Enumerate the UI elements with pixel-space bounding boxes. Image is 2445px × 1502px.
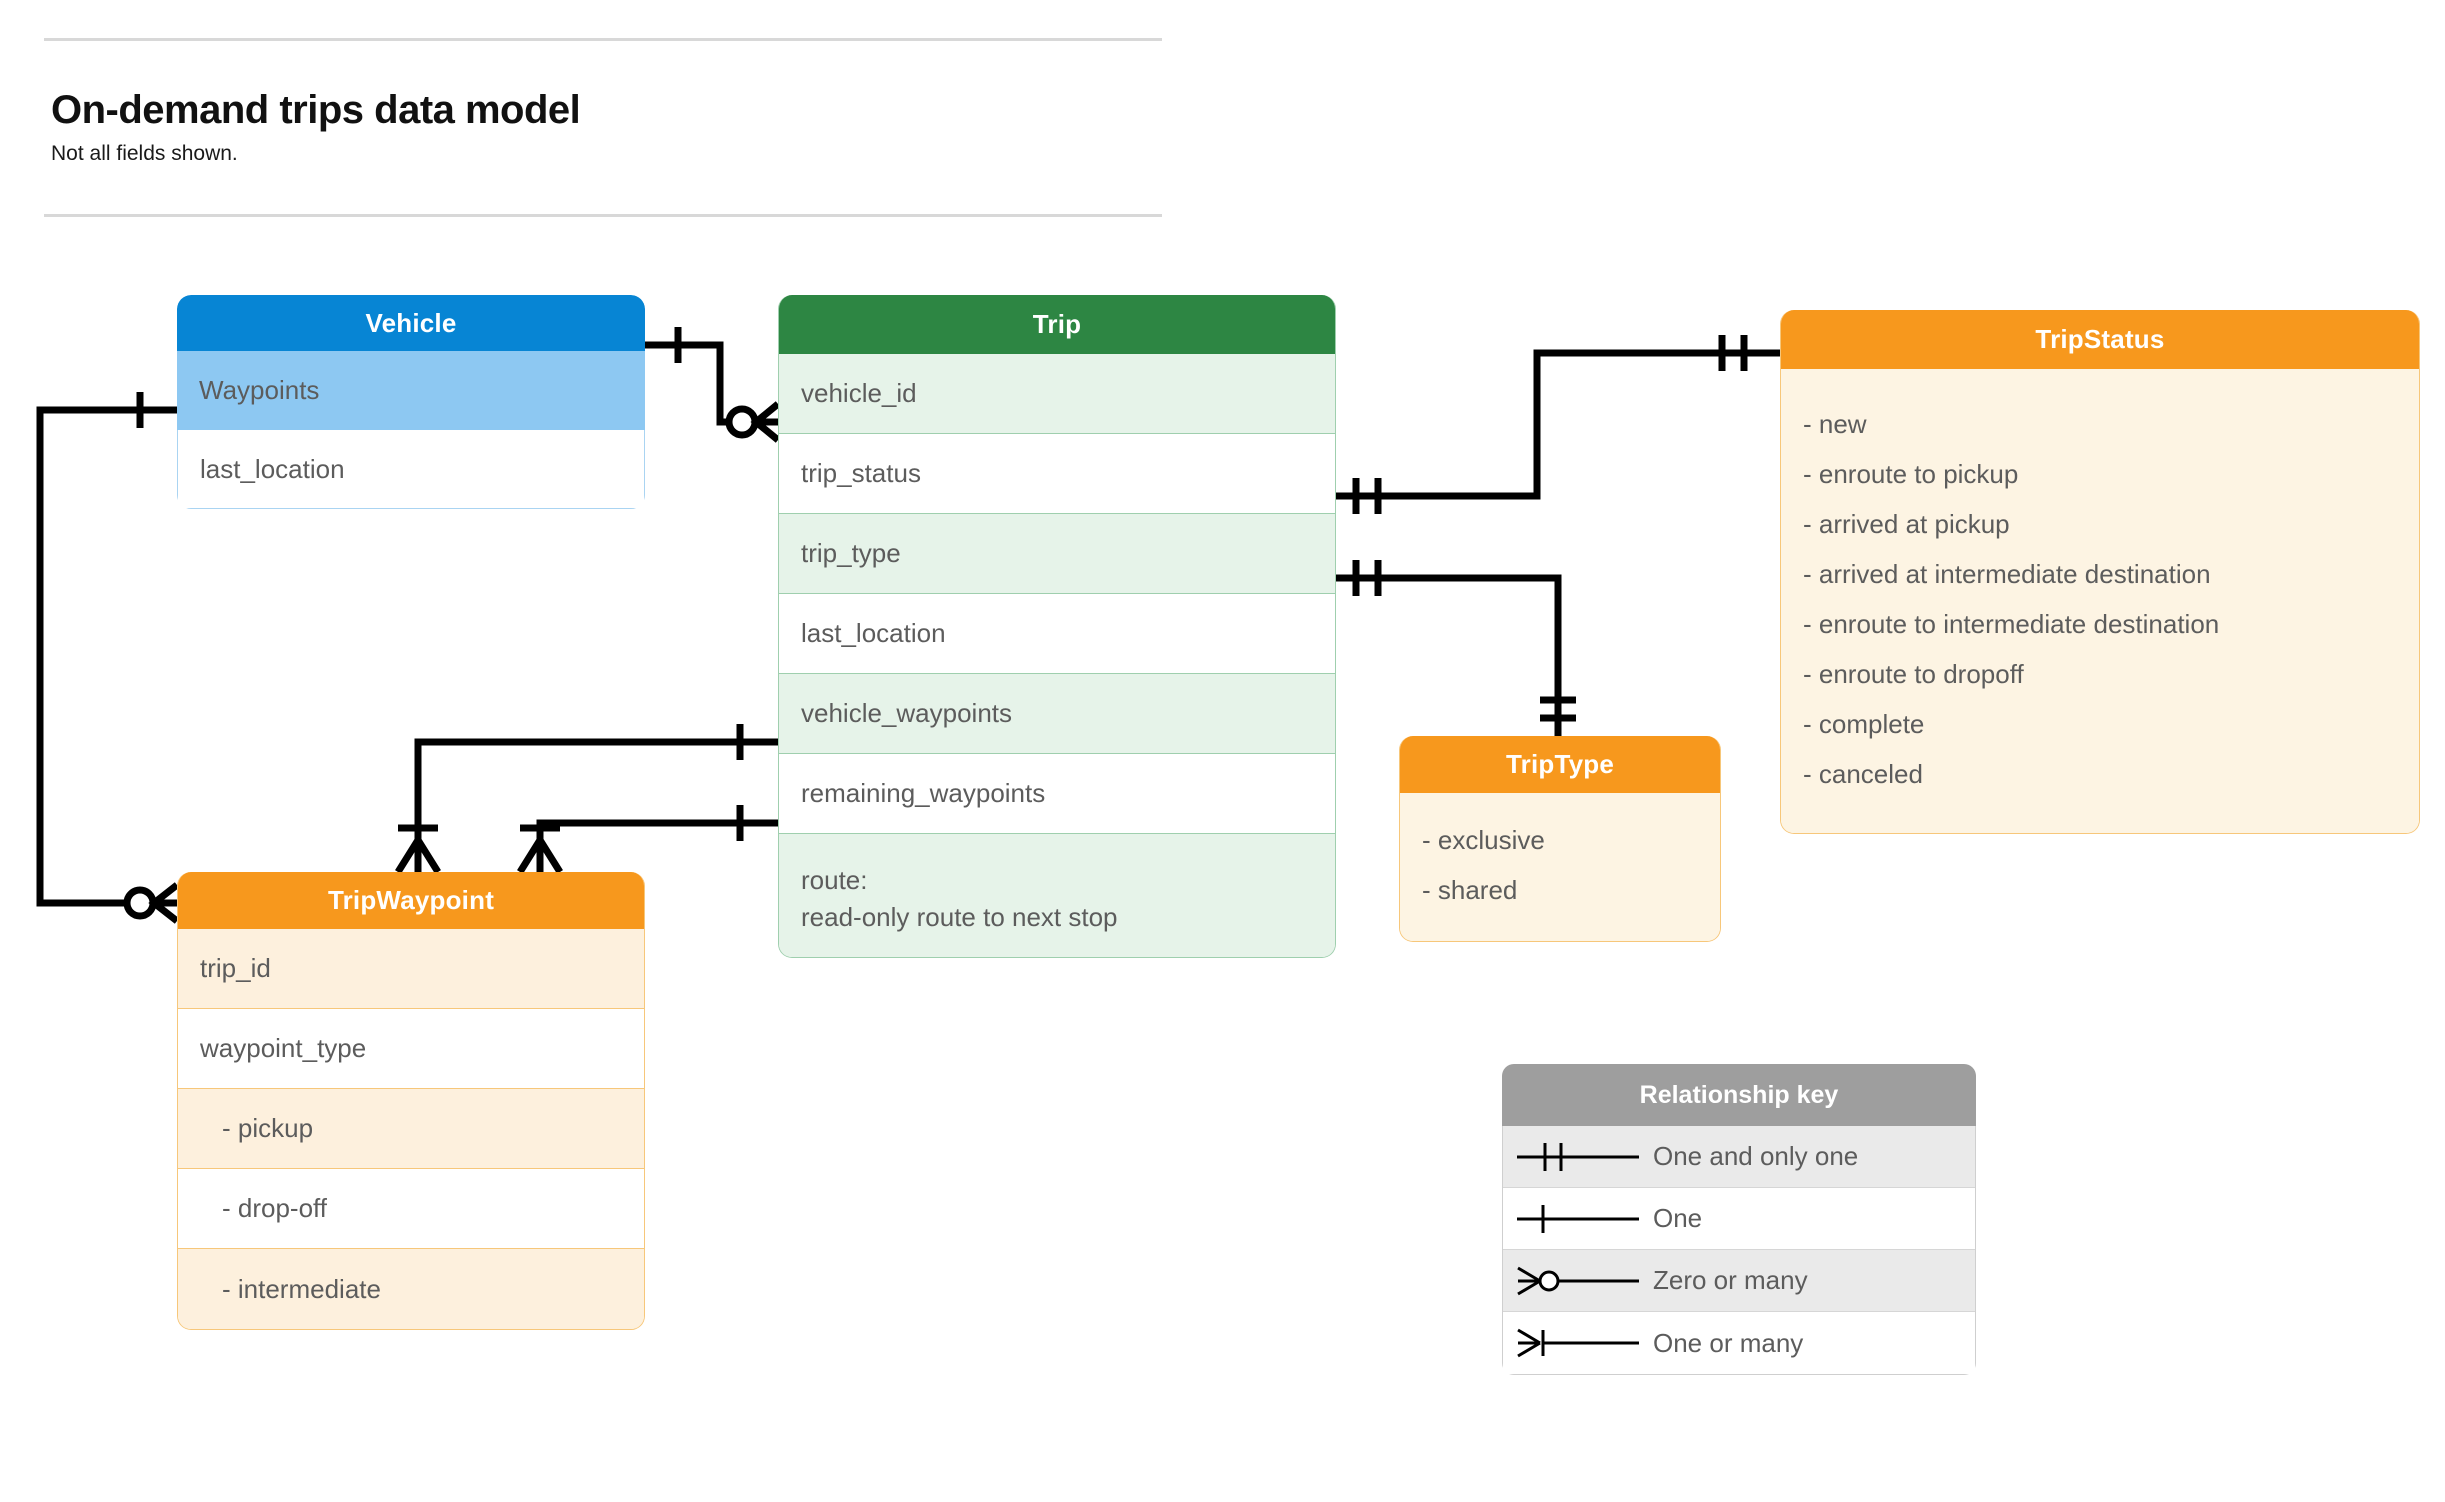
entity-tripstatus-title: TripStatus xyxy=(1781,310,2419,369)
one-or-many-icon xyxy=(1503,1323,1653,1363)
field-trip-vehicle-waypoints[interactable]: vehicle_waypoints xyxy=(779,674,1335,754)
field-trip-route-label: route: xyxy=(801,865,868,895)
connector-vehicle-waypoints-to-tripwaypoint xyxy=(36,392,180,924)
legend-row-one: One xyxy=(1503,1188,1975,1250)
field-trip-remaining-waypoints[interactable]: remaining_waypoints xyxy=(779,754,1335,834)
list-item: - enroute to pickup xyxy=(1803,459,2019,489)
field-trip-last-location[interactable]: last_location xyxy=(779,594,1335,674)
legend-row-one-and-only-one: One and only one xyxy=(1503,1126,1975,1188)
legend-label: One and only one xyxy=(1653,1141,1859,1171)
list-item: - new xyxy=(1803,409,1867,439)
page-subtitle: Not all fields shown. xyxy=(51,142,238,165)
field-tripwaypoint-value-dropoff[interactable]: - drop-off xyxy=(178,1169,644,1249)
entity-triptype-title: TripType xyxy=(1400,736,1720,793)
list-item: - arrived at intermediate destination xyxy=(1803,559,2211,589)
field-trip-trip-status[interactable]: trip_status xyxy=(779,434,1335,514)
one-icon xyxy=(1503,1199,1653,1239)
connector-trip-remaining-waypoints-to-tripwaypoint xyxy=(517,805,778,874)
one-and-only-one-icon xyxy=(1503,1137,1653,1177)
connector-vehicle-to-trip xyxy=(645,327,781,443)
list-item: - canceled xyxy=(1803,759,1923,789)
field-vehicle-waypoints[interactable]: Waypoints xyxy=(177,351,645,430)
page-title: On-demand trips data model xyxy=(51,88,581,132)
field-trip-vehicle-id[interactable]: vehicle_id xyxy=(779,354,1335,434)
field-trip-route-description: read-only route to next stop xyxy=(801,901,1118,932)
relationship-key-legend: Relationship key One and only one One xyxy=(1502,1064,1976,1375)
list-item: - complete xyxy=(1803,709,1925,739)
entity-tripwaypoint-title: TripWaypoint xyxy=(178,872,644,929)
field-tripwaypoint-value-pickup[interactable]: - pickup xyxy=(178,1089,644,1169)
field-trip-route[interactable]: route: read-only route to next stop xyxy=(779,834,1335,957)
header-divider-top xyxy=(44,38,1162,41)
legend-row-one-or-many: One or many xyxy=(1503,1312,1975,1374)
list-item: - enroute to dropoff xyxy=(1803,659,2024,689)
legend-title: Relationship key xyxy=(1502,1064,1976,1126)
triptype-value-list: - exclusive - shared xyxy=(1400,793,1720,941)
entity-tripwaypoint[interactable]: TripWaypoint trip_id waypoint_type - pic… xyxy=(177,872,645,1330)
document-header: On-demand trips data model Not all field… xyxy=(44,38,1162,218)
legend-row-zero-or-many: Zero or many xyxy=(1503,1250,1975,1312)
entity-vehicle[interactable]: Vehicle Waypoints last_location xyxy=(177,295,645,509)
field-tripwaypoint-waypoint-type[interactable]: waypoint_type xyxy=(178,1009,644,1089)
entity-vehicle-title: Vehicle xyxy=(177,295,645,351)
legend-label: One or many xyxy=(1653,1327,1804,1358)
entity-tripstatus[interactable]: TripStatus - new - enroute to pickup - a… xyxy=(1780,310,2420,834)
header-divider-bottom xyxy=(44,214,1162,218)
list-item: - arrived at pickup xyxy=(1803,509,2010,539)
connector-trip-to-triptype xyxy=(1336,560,1576,736)
legend-label: One xyxy=(1653,1203,1703,1233)
field-tripwaypoint-value-intermediate[interactable]: - intermediate xyxy=(178,1249,644,1329)
list-item: - enroute to intermediate destination xyxy=(1803,609,2220,639)
field-trip-trip-type[interactable]: trip_type xyxy=(779,514,1335,594)
field-tripwaypoint-trip-id[interactable]: trip_id xyxy=(178,929,644,1009)
connector-trip-to-tripstatus xyxy=(1336,335,1780,514)
field-vehicle-last-location[interactable]: last_location xyxy=(177,430,645,509)
tripstatus-value-list: - new - enroute to pickup - arrived at p… xyxy=(1781,369,2419,833)
legend-label: Zero or many xyxy=(1653,1265,1808,1295)
zero-or-many-icon xyxy=(1503,1261,1653,1301)
entity-trip[interactable]: Trip vehicle_id trip_status trip_type la… xyxy=(778,295,1336,958)
list-item: - shared xyxy=(1422,875,1518,905)
entity-trip-title: Trip xyxy=(779,295,1335,354)
list-item: - exclusive xyxy=(1422,825,1545,855)
entity-triptype[interactable]: TripType - exclusive - shared xyxy=(1399,736,1721,942)
connector-trip-vehicle-waypoints-to-tripwaypoint xyxy=(395,724,778,874)
